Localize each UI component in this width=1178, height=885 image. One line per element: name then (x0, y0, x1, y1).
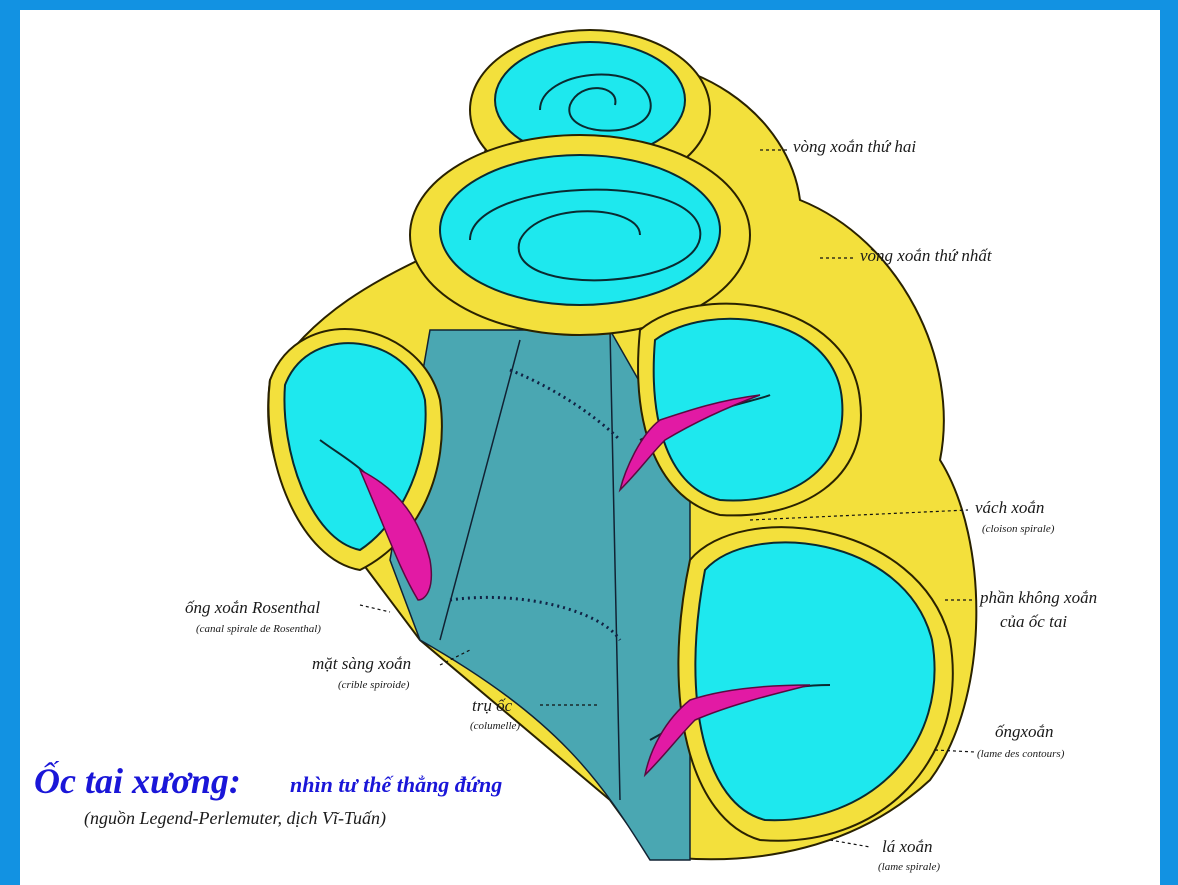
first-turn-canal (440, 155, 720, 305)
label-modiolus: trụ ốc (472, 696, 512, 716)
title-rest: nhìn tư thế thẳng đứng (290, 772, 502, 798)
label-non-spiral-2: của ốc tai (1000, 612, 1067, 632)
label-cribriform: mặt sàng xoắn (312, 654, 411, 674)
right-upper-canal-lumen (654, 319, 843, 501)
label-first-turn: vòng xoắn thứ nhất (860, 246, 992, 266)
title-main: Ốc tai xương: (34, 760, 241, 802)
label-non-spiral-1: phần không xoắn (980, 588, 1097, 608)
label-spiral-lamina: lá xoắn (882, 837, 933, 857)
label-septum: vách xoắn (975, 498, 1044, 518)
title-source: (nguồn Legend-Perlemuter, dịch Vĩ-Tuấn) (84, 808, 386, 829)
label-rosenthal: ống xoắn Rosenthal (185, 598, 320, 618)
label-second-turn: vòng xoắn thứ hai (793, 137, 916, 157)
label-rosenthal-fr: (canal spirale de Rosenthal) (196, 623, 321, 635)
label-spiral-canal: ốngxoắn (995, 722, 1054, 742)
label-spiral-lamina-fr: (lame spirale) (878, 861, 940, 873)
label-cribriform-fr: (crible spiroide) (338, 679, 409, 691)
label-spiral-canal-fr: (lame des contours) (977, 748, 1064, 760)
label-modiolus-fr: (columelle) (470, 720, 520, 732)
diagram-canvas: vòng xoắn thứ hai vòng xoắn thứ nhất vác… (20, 10, 1160, 885)
label-septum-fr: (cloison spirale) (982, 523, 1054, 535)
